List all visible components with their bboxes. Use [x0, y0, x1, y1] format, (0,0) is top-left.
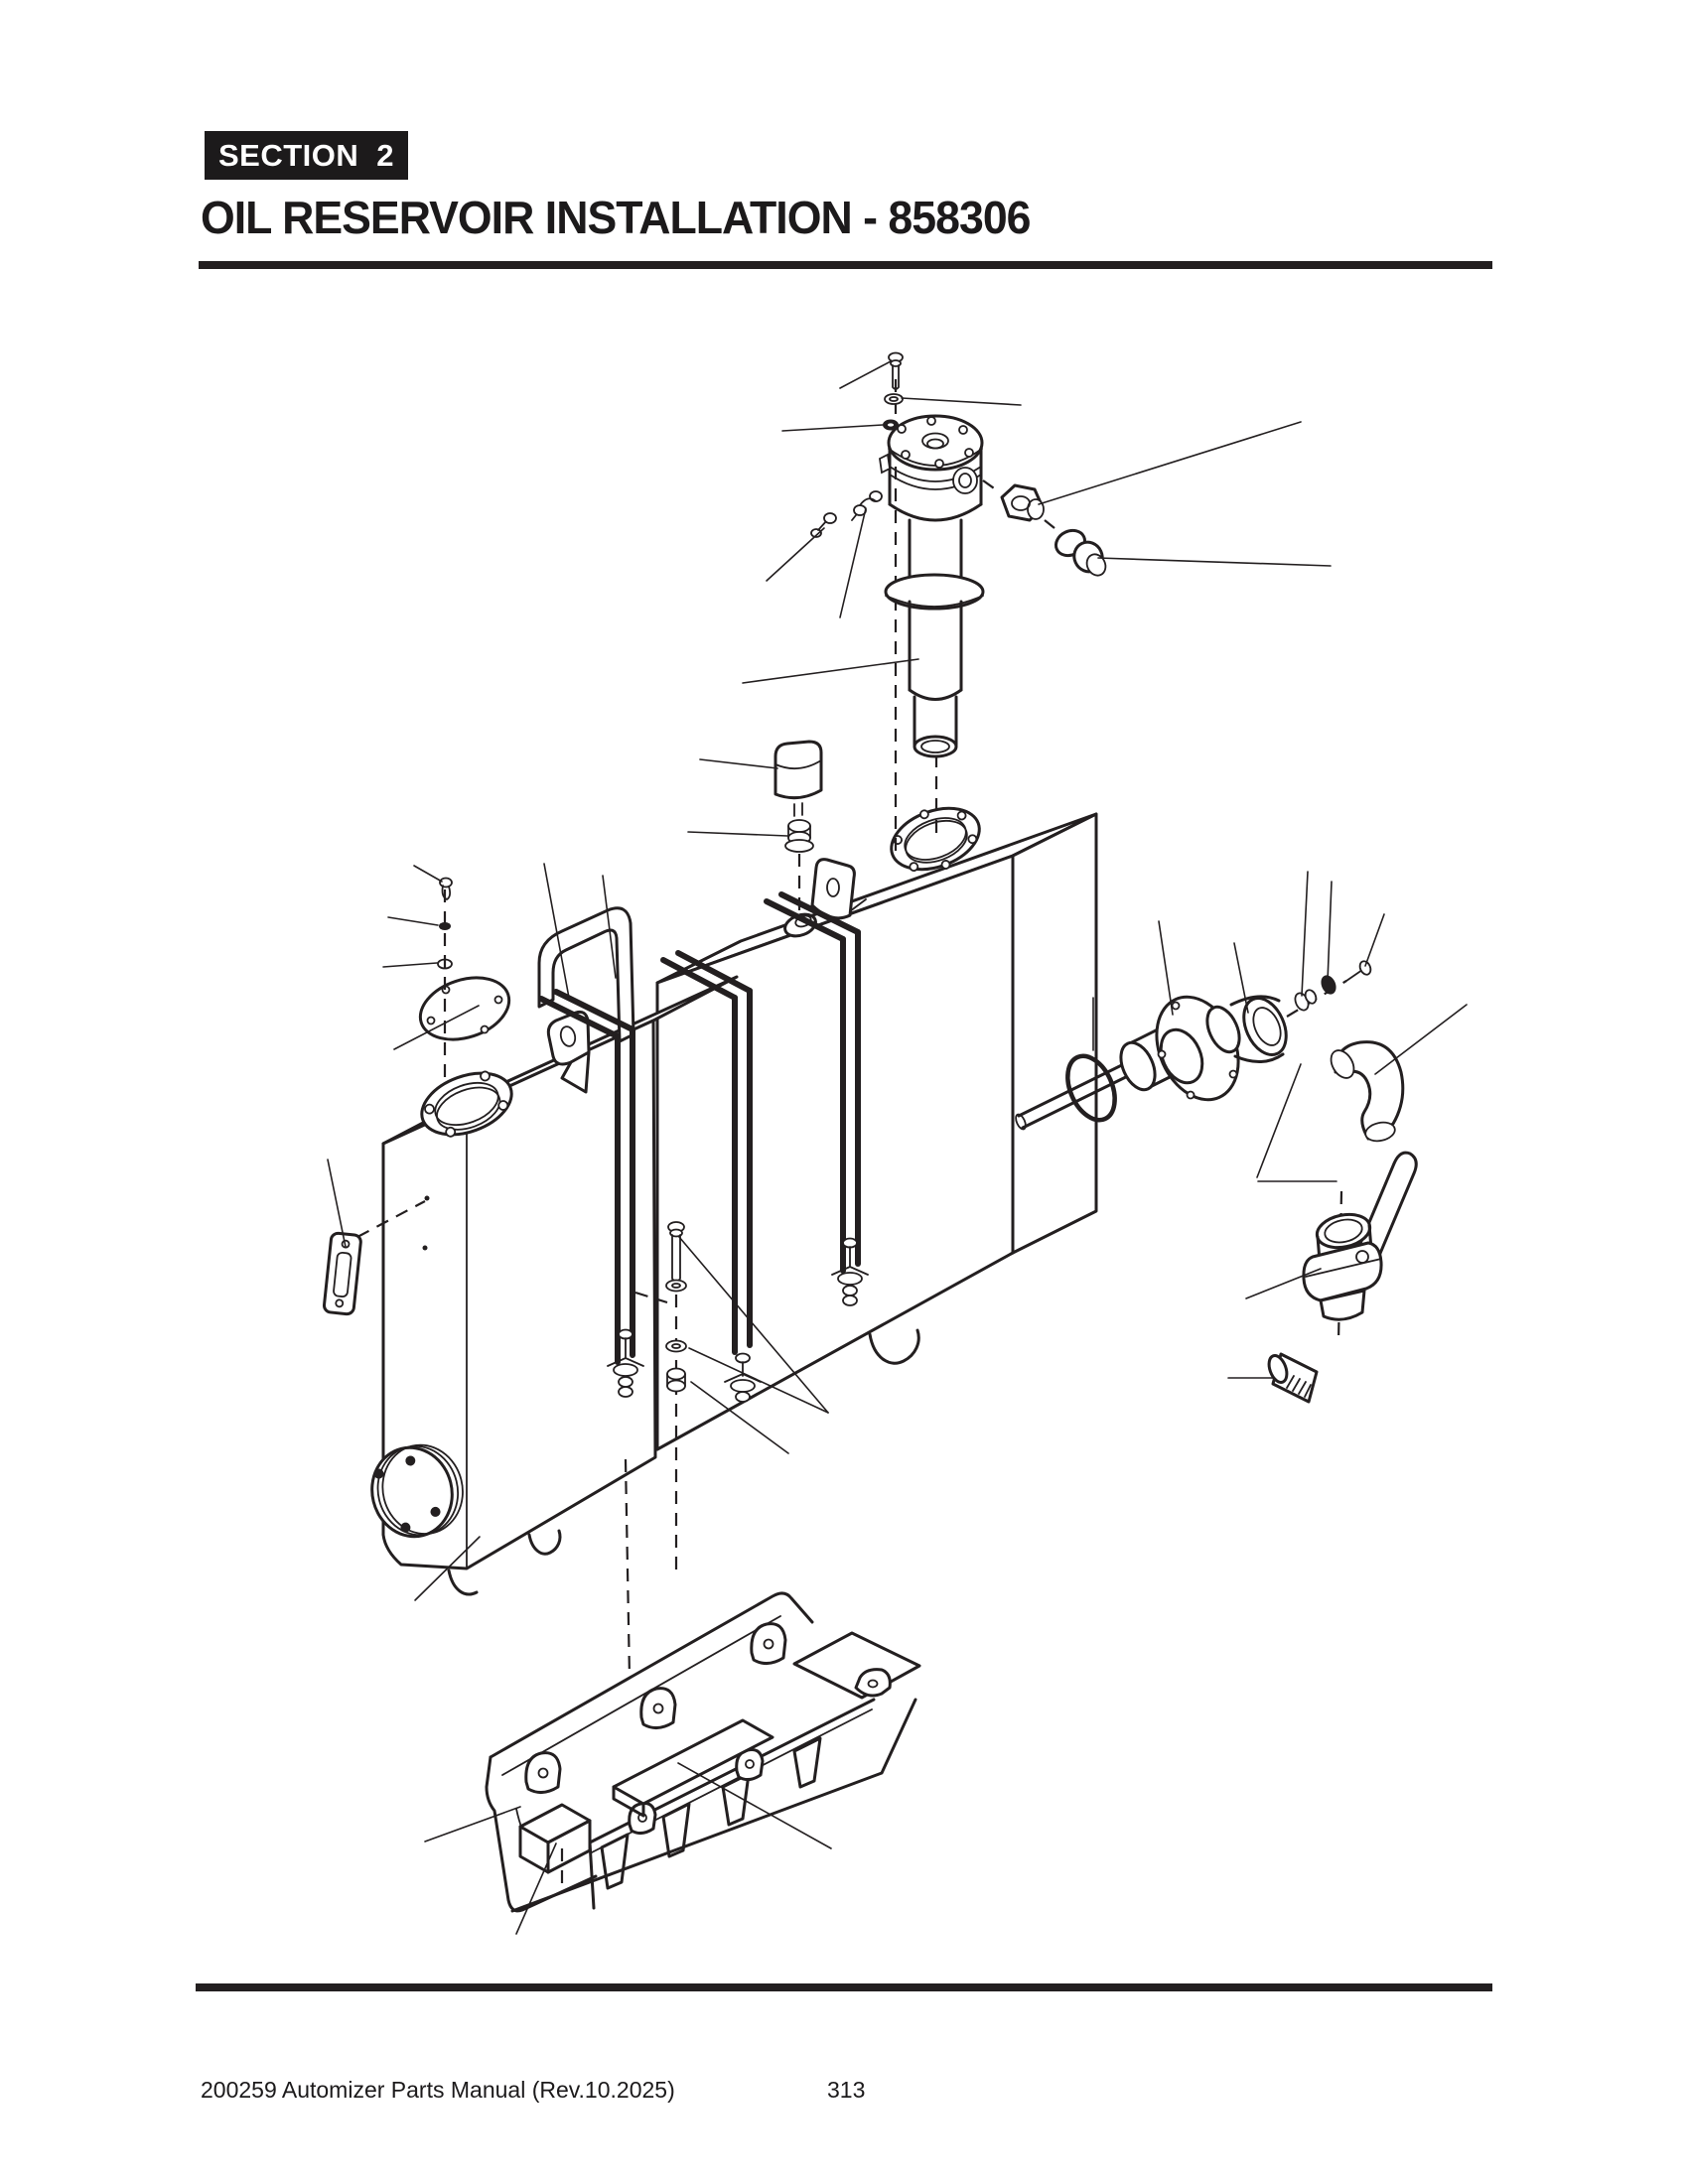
filler-cap — [887, 414, 984, 472]
leader-tank-base — [414, 1536, 481, 1601]
breather-cap-assembly — [687, 740, 823, 913]
reservoir-tank-left — [322, 863, 739, 1601]
leader-strap-nut — [690, 1381, 789, 1454]
leader-plug — [1301, 871, 1309, 997]
leader-base-pad — [515, 1843, 557, 1935]
cover-hardware — [382, 865, 453, 1080]
leader-cover-hole — [382, 962, 438, 968]
leader-cover-washer — [387, 916, 439, 926]
leader-vent-fitting — [766, 527, 825, 582]
leader-cover — [393, 1005, 480, 1050]
leader-bracket-a — [543, 863, 570, 999]
leader-cover-screw — [413, 865, 443, 883]
filler-body — [879, 447, 983, 522]
flange-nut — [1321, 975, 1336, 995]
rubber-elbow-fitting — [1330, 1004, 1468, 1143]
tank-foot-right — [868, 1328, 920, 1365]
footer-text: 200259 Automizer Parts Manual (Rev.10.20… — [201, 2077, 675, 2103]
leader-strap-bolt — [678, 1236, 829, 1414]
elbow-fitting-small — [839, 490, 883, 618]
base-center-plate — [612, 1718, 774, 1818]
reservoir-tank-right — [655, 806, 1098, 1451]
hose-adapter-fitting — [1054, 528, 1332, 577]
hex-plug — [1000, 421, 1302, 522]
filler-ring-port — [890, 806, 981, 873]
leader-filler-washer — [901, 397, 1022, 406]
strainer-tube — [742, 518, 985, 758]
leader-elbow — [1233, 942, 1249, 1014]
leader-strainer-tube — [742, 658, 919, 684]
mounting-base — [424, 1458, 921, 1935]
footer-page-number: 313 — [827, 2077, 866, 2103]
leader-valve-body — [1245, 1268, 1322, 1299]
strap-jbolt-right — [831, 1237, 869, 1306]
ball-valve — [1245, 1063, 1418, 1343]
leader-hose-adapter — [1097, 557, 1332, 567]
sight-gauge — [322, 1231, 362, 1316]
leader-rubber-elbow — [1374, 1004, 1468, 1075]
leader-strap-washer — [688, 1347, 829, 1414]
leader-flange — [1158, 920, 1174, 1016]
leader-bracket-b — [602, 875, 617, 979]
leader-base-tray — [424, 1806, 521, 1843]
base-left-pad — [518, 1803, 592, 1884]
leader-base-plate — [677, 1762, 832, 1849]
leader-breather-cap — [699, 758, 778, 769]
leader-sight-gauge — [327, 1159, 347, 1248]
cleanout-cover — [393, 976, 511, 1050]
vent-fitting — [766, 512, 837, 582]
tank-foot-left-b — [447, 1569, 479, 1596]
strap-jbolt-left — [607, 1328, 644, 1398]
gasket-ring — [1065, 1053, 1117, 1123]
tank-strap-middle — [660, 950, 753, 1355]
leader-filler-screw — [839, 360, 892, 389]
tank-strap-left — [538, 989, 635, 1365]
strap-bracket — [537, 863, 635, 1094]
leader-breather-nut — [687, 831, 788, 837]
leader-hex-plug — [1038, 421, 1302, 505]
title-rule — [199, 261, 1492, 269]
elbow-90 — [1205, 995, 1288, 1063]
tank-foot-left-a — [527, 1529, 562, 1556]
cleanout-ring — [420, 1070, 513, 1138]
section-header-box: SECTION 2 — [205, 131, 409, 180]
section-label: SECTION — [218, 137, 359, 173]
flange-screw — [1345, 960, 1372, 982]
leader-elbow-fitting — [839, 507, 867, 618]
leader-filler-nut — [781, 424, 884, 432]
strap-mounting-hardware — [634, 1221, 829, 1578]
filler-strainer-assembly — [742, 351, 1332, 860]
pipe-plug — [1294, 989, 1318, 1012]
strap-jbolt-middle — [724, 1352, 762, 1403]
leader-nut — [1327, 881, 1333, 983]
tank-strap-right — [764, 891, 861, 1274]
hose-barb-fitting — [1227, 1352, 1319, 1404]
leader-screw — [1364, 913, 1385, 967]
page-title: OIL RESERVOIR INSTALLATION - 858306 — [201, 192, 1031, 243]
footer-rule — [196, 1983, 1492, 1991]
section-number: 2 — [376, 137, 395, 173]
cleanout-port-front — [370, 1443, 464, 1539]
suction-port-assembly — [1015, 871, 1385, 1131]
leader-valve-a — [1256, 1063, 1302, 1178]
